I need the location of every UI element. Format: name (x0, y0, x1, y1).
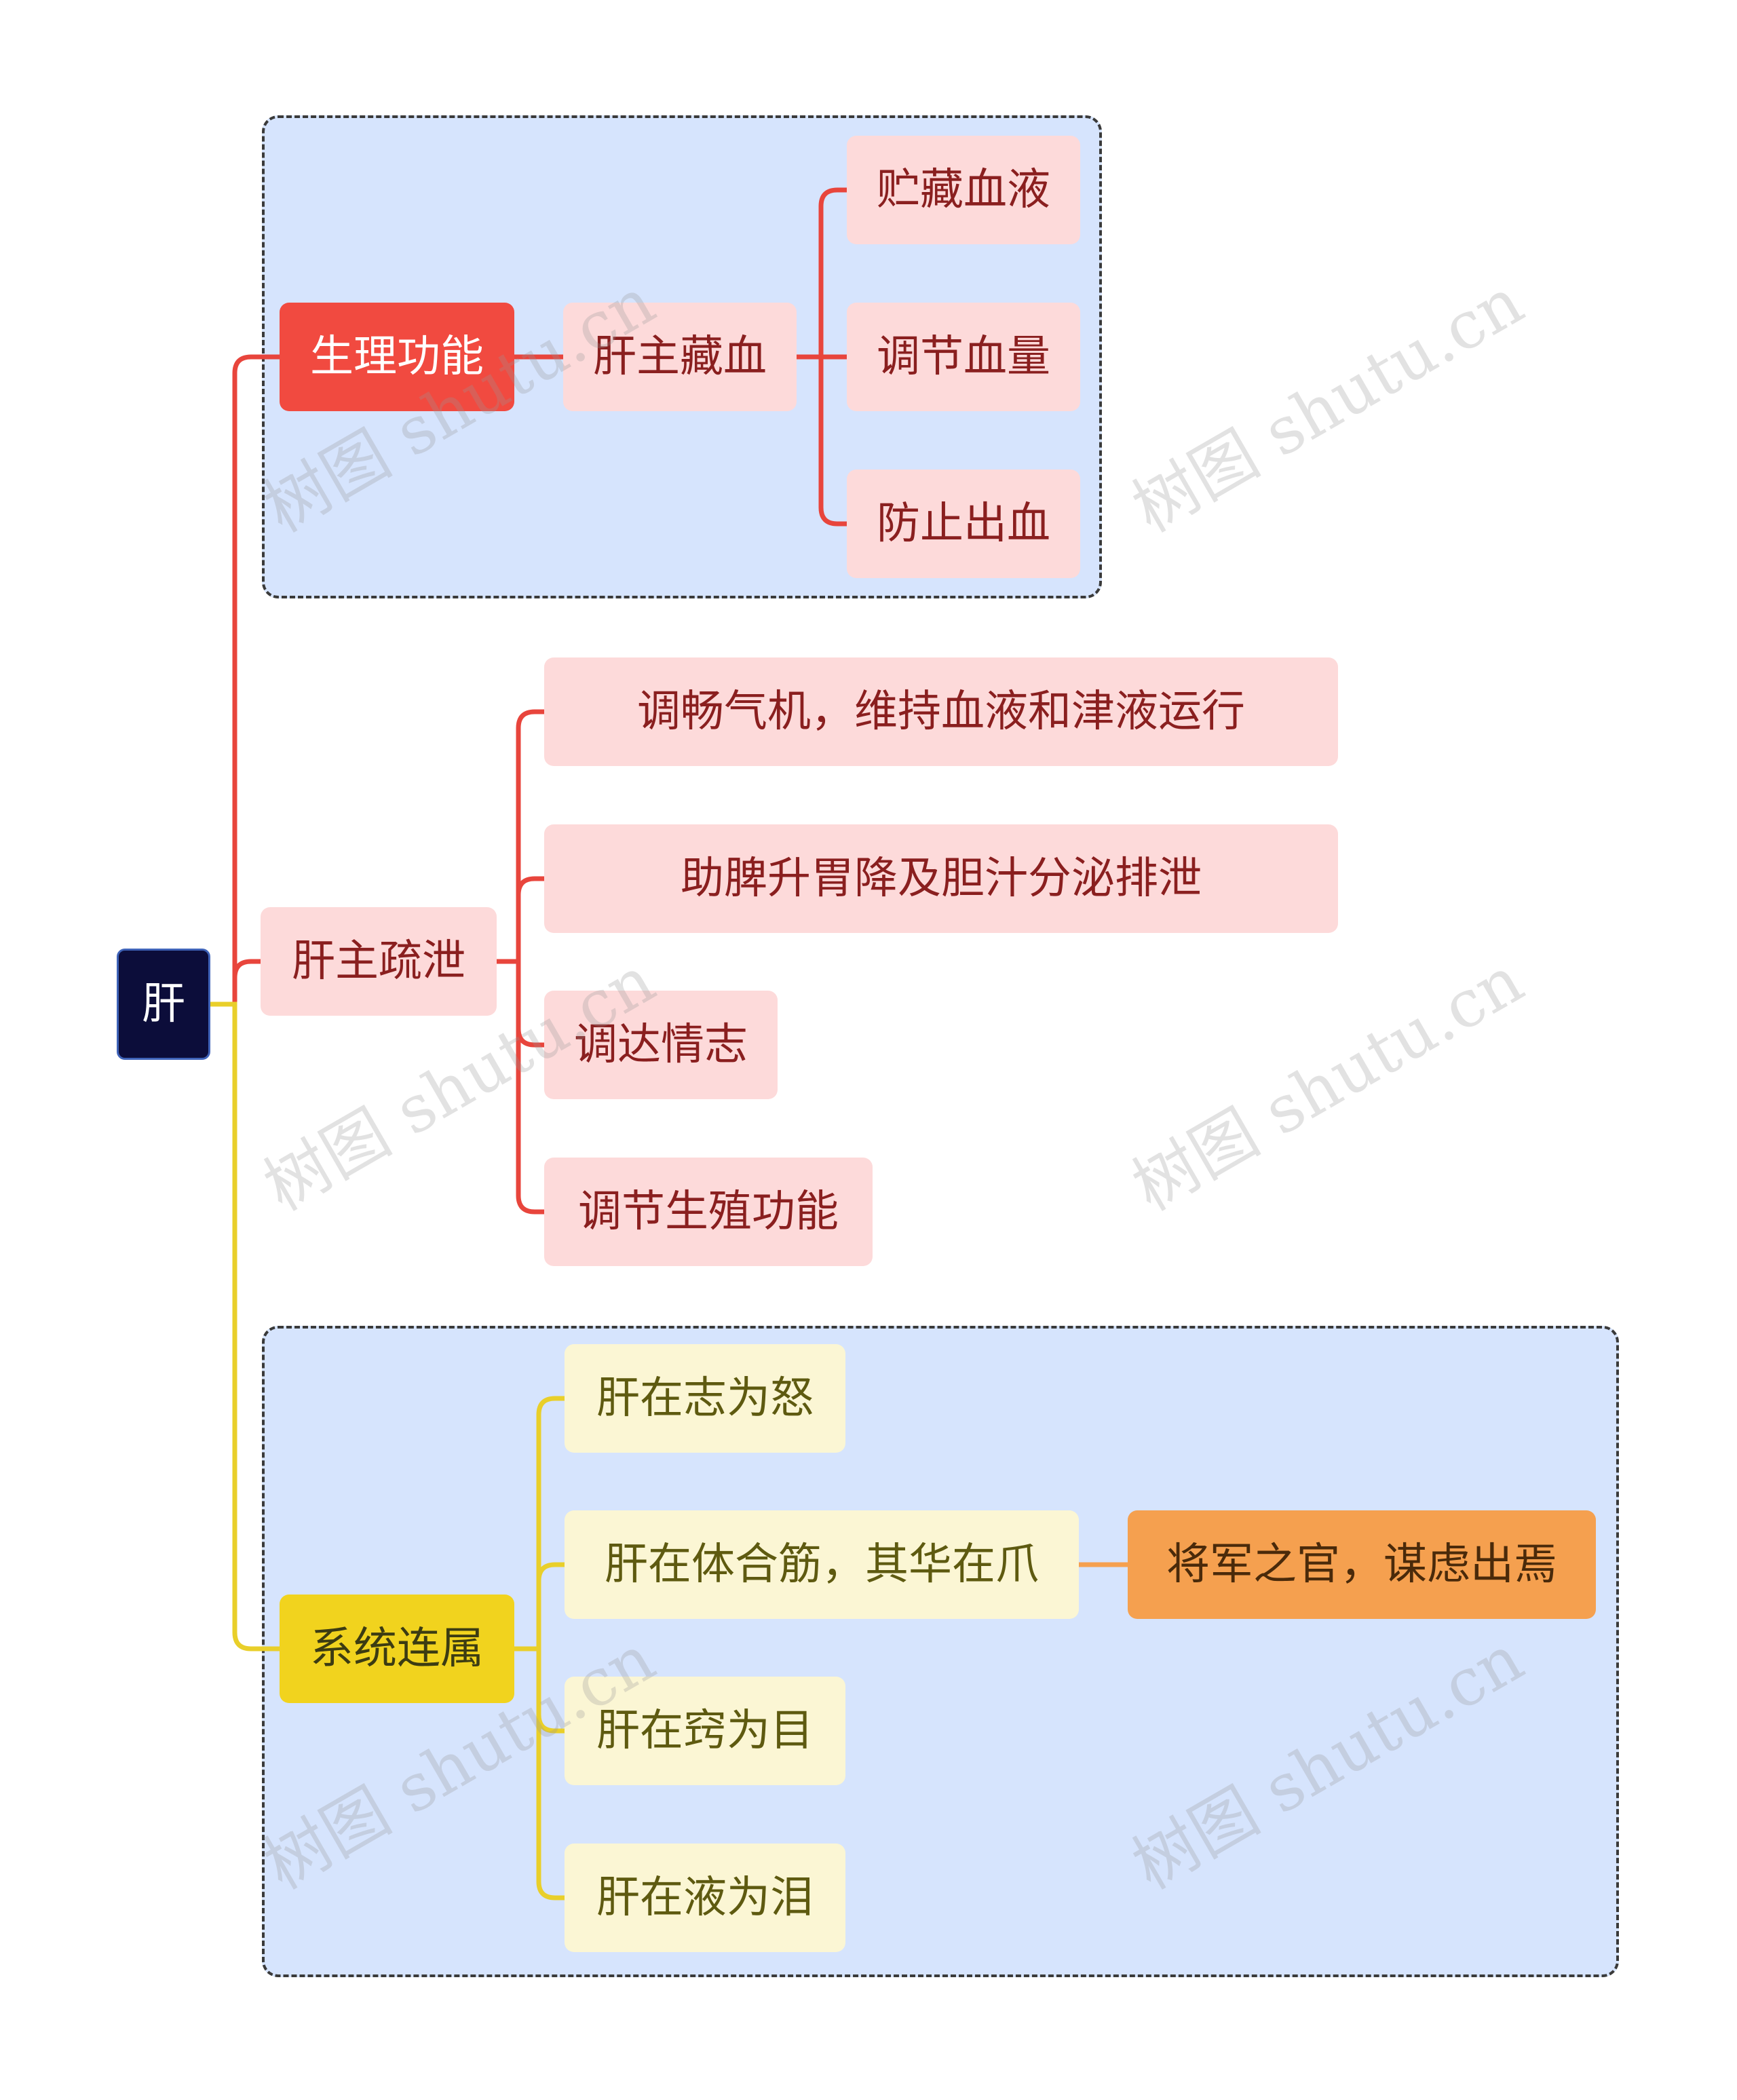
node-label: 助脾升胃降及胆汁分泌排泄 (681, 854, 1202, 904)
node-label: 肝在志为怒 (596, 1373, 814, 1424)
node-label: 贮藏血液 (877, 165, 1050, 215)
connector-root-dispersion (232, 959, 263, 1007)
connector-system-children (512, 1396, 567, 1901)
node-physiological-function[interactable]: 生理功能 (280, 303, 514, 411)
node-label: 将军之官，谋虑出焉 (1166, 1540, 1557, 1590)
node-label: 肝主藏血 (593, 332, 767, 382)
connector-storage-children (794, 187, 850, 527)
connector-root-physiology (208, 354, 282, 1007)
node-system-connections[interactable]: 系统连属 (280, 1595, 514, 1703)
node-label: 调节生殖功能 (578, 1187, 839, 1237)
node-anger[interactable]: 肝在志为怒 (565, 1344, 845, 1453)
node-regulate-emotions[interactable]: 调达情志 (544, 991, 778, 1099)
node-liver-stores-blood[interactable]: 肝主藏血 (563, 303, 797, 411)
node-label: 肝在体合筋，其华在爪 (605, 1540, 1039, 1590)
node-regulate-blood-volume[interactable]: 调节血量 (847, 303, 1080, 411)
node-label: 系统连属 (310, 1624, 484, 1674)
node-assist-spleen-stomach[interactable]: 助脾升胃降及胆汁分泌排泄 (544, 824, 1338, 933)
connector-root-system (208, 1001, 282, 1652)
node-regulate-reproduction[interactable]: 调节生殖功能 (544, 1158, 873, 1266)
node-label: 防止出血 (877, 499, 1050, 549)
root-node[interactable]: 肝 (117, 949, 210, 1060)
node-general-official[interactable]: 将军之官，谋虑出焉 (1128, 1510, 1596, 1619)
node-label: 肝主疏泄 (292, 936, 465, 987)
node-label: 肝在液为泪 (596, 1873, 814, 1923)
node-regulate-qi[interactable]: 调畅气机，维持血液和津液运行 (544, 657, 1338, 766)
node-label: 调节血量 (877, 332, 1050, 382)
node-label: 肝在窍为目 (596, 1706, 814, 1756)
node-liver-governs-dispersion[interactable]: 肝主疏泄 (261, 907, 497, 1016)
node-label: 调畅气机，维持血液和津液运行 (637, 687, 1245, 737)
node-label: 生理功能 (310, 332, 484, 382)
node-tears[interactable]: 肝在液为泪 (565, 1844, 845, 1952)
node-prevent-bleeding[interactable]: 防止出血 (847, 470, 1080, 578)
node-store-blood[interactable]: 贮藏血液 (847, 136, 1080, 244)
root-label: 肝 (142, 979, 185, 1029)
node-eyes[interactable]: 肝在窍为目 (565, 1677, 845, 1785)
node-tendons-nails[interactable]: 肝在体合筋，其华在爪 (565, 1510, 1079, 1619)
connector-dispersion-children (494, 709, 547, 1215)
node-label: 调达情志 (574, 1020, 748, 1070)
